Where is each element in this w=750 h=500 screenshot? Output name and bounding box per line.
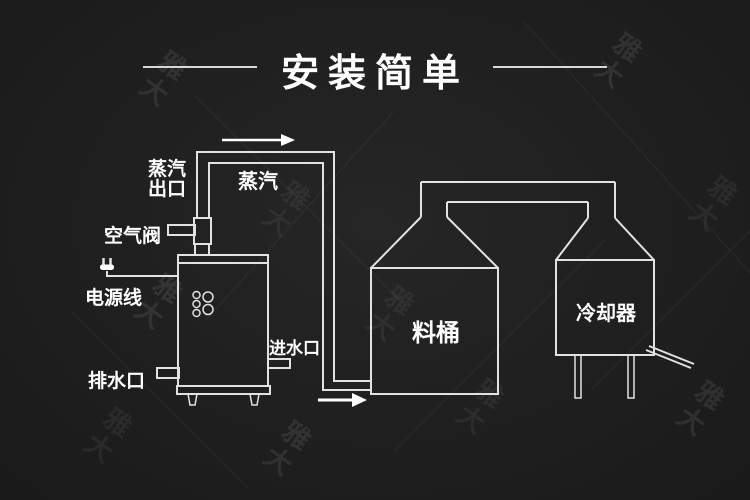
material-barrel-outline [370,182,499,395]
title-rule-right [493,66,607,68]
steam-outlet-fitting [193,217,212,256]
power-plug-icon [100,258,114,270]
water-inlet-port [267,358,291,369]
drain-outlet-port [156,367,180,379]
title-rule-left [143,66,257,68]
power-cord-line [106,271,178,277]
steam-pipe-label: 蒸汽 [238,171,278,193]
air-valve-label: 空气阀 [104,226,162,247]
steam-pipe [196,151,371,391]
cooler-outline [555,182,655,399]
power-cord-label: 电源线 [85,288,143,309]
cooler-outlet-pipe [645,345,695,369]
steam-outlet-label-line2: 出口 [148,179,187,200]
cooler-label: 冷却器 [576,303,636,325]
flow-arrow-top-icon [222,134,295,146]
steam-generator-outline [176,254,271,406]
drain-outlet-label: 排水口 [88,371,146,392]
steam-outlet-label-line1: 蒸汽 [148,159,187,180]
transfer-pipe [421,181,615,203]
flow-arrow-bottom-icon [318,393,367,407]
air-valve-port [167,224,196,236]
control-panel-indicators [192,290,214,318]
material-barrel-label: 料桶 [412,320,460,347]
page-title: 安装简单 [280,53,469,95]
water-inlet-label: 进水口 [269,339,320,358]
steam-outlet-label: 蒸汽 出口 [148,160,186,200]
